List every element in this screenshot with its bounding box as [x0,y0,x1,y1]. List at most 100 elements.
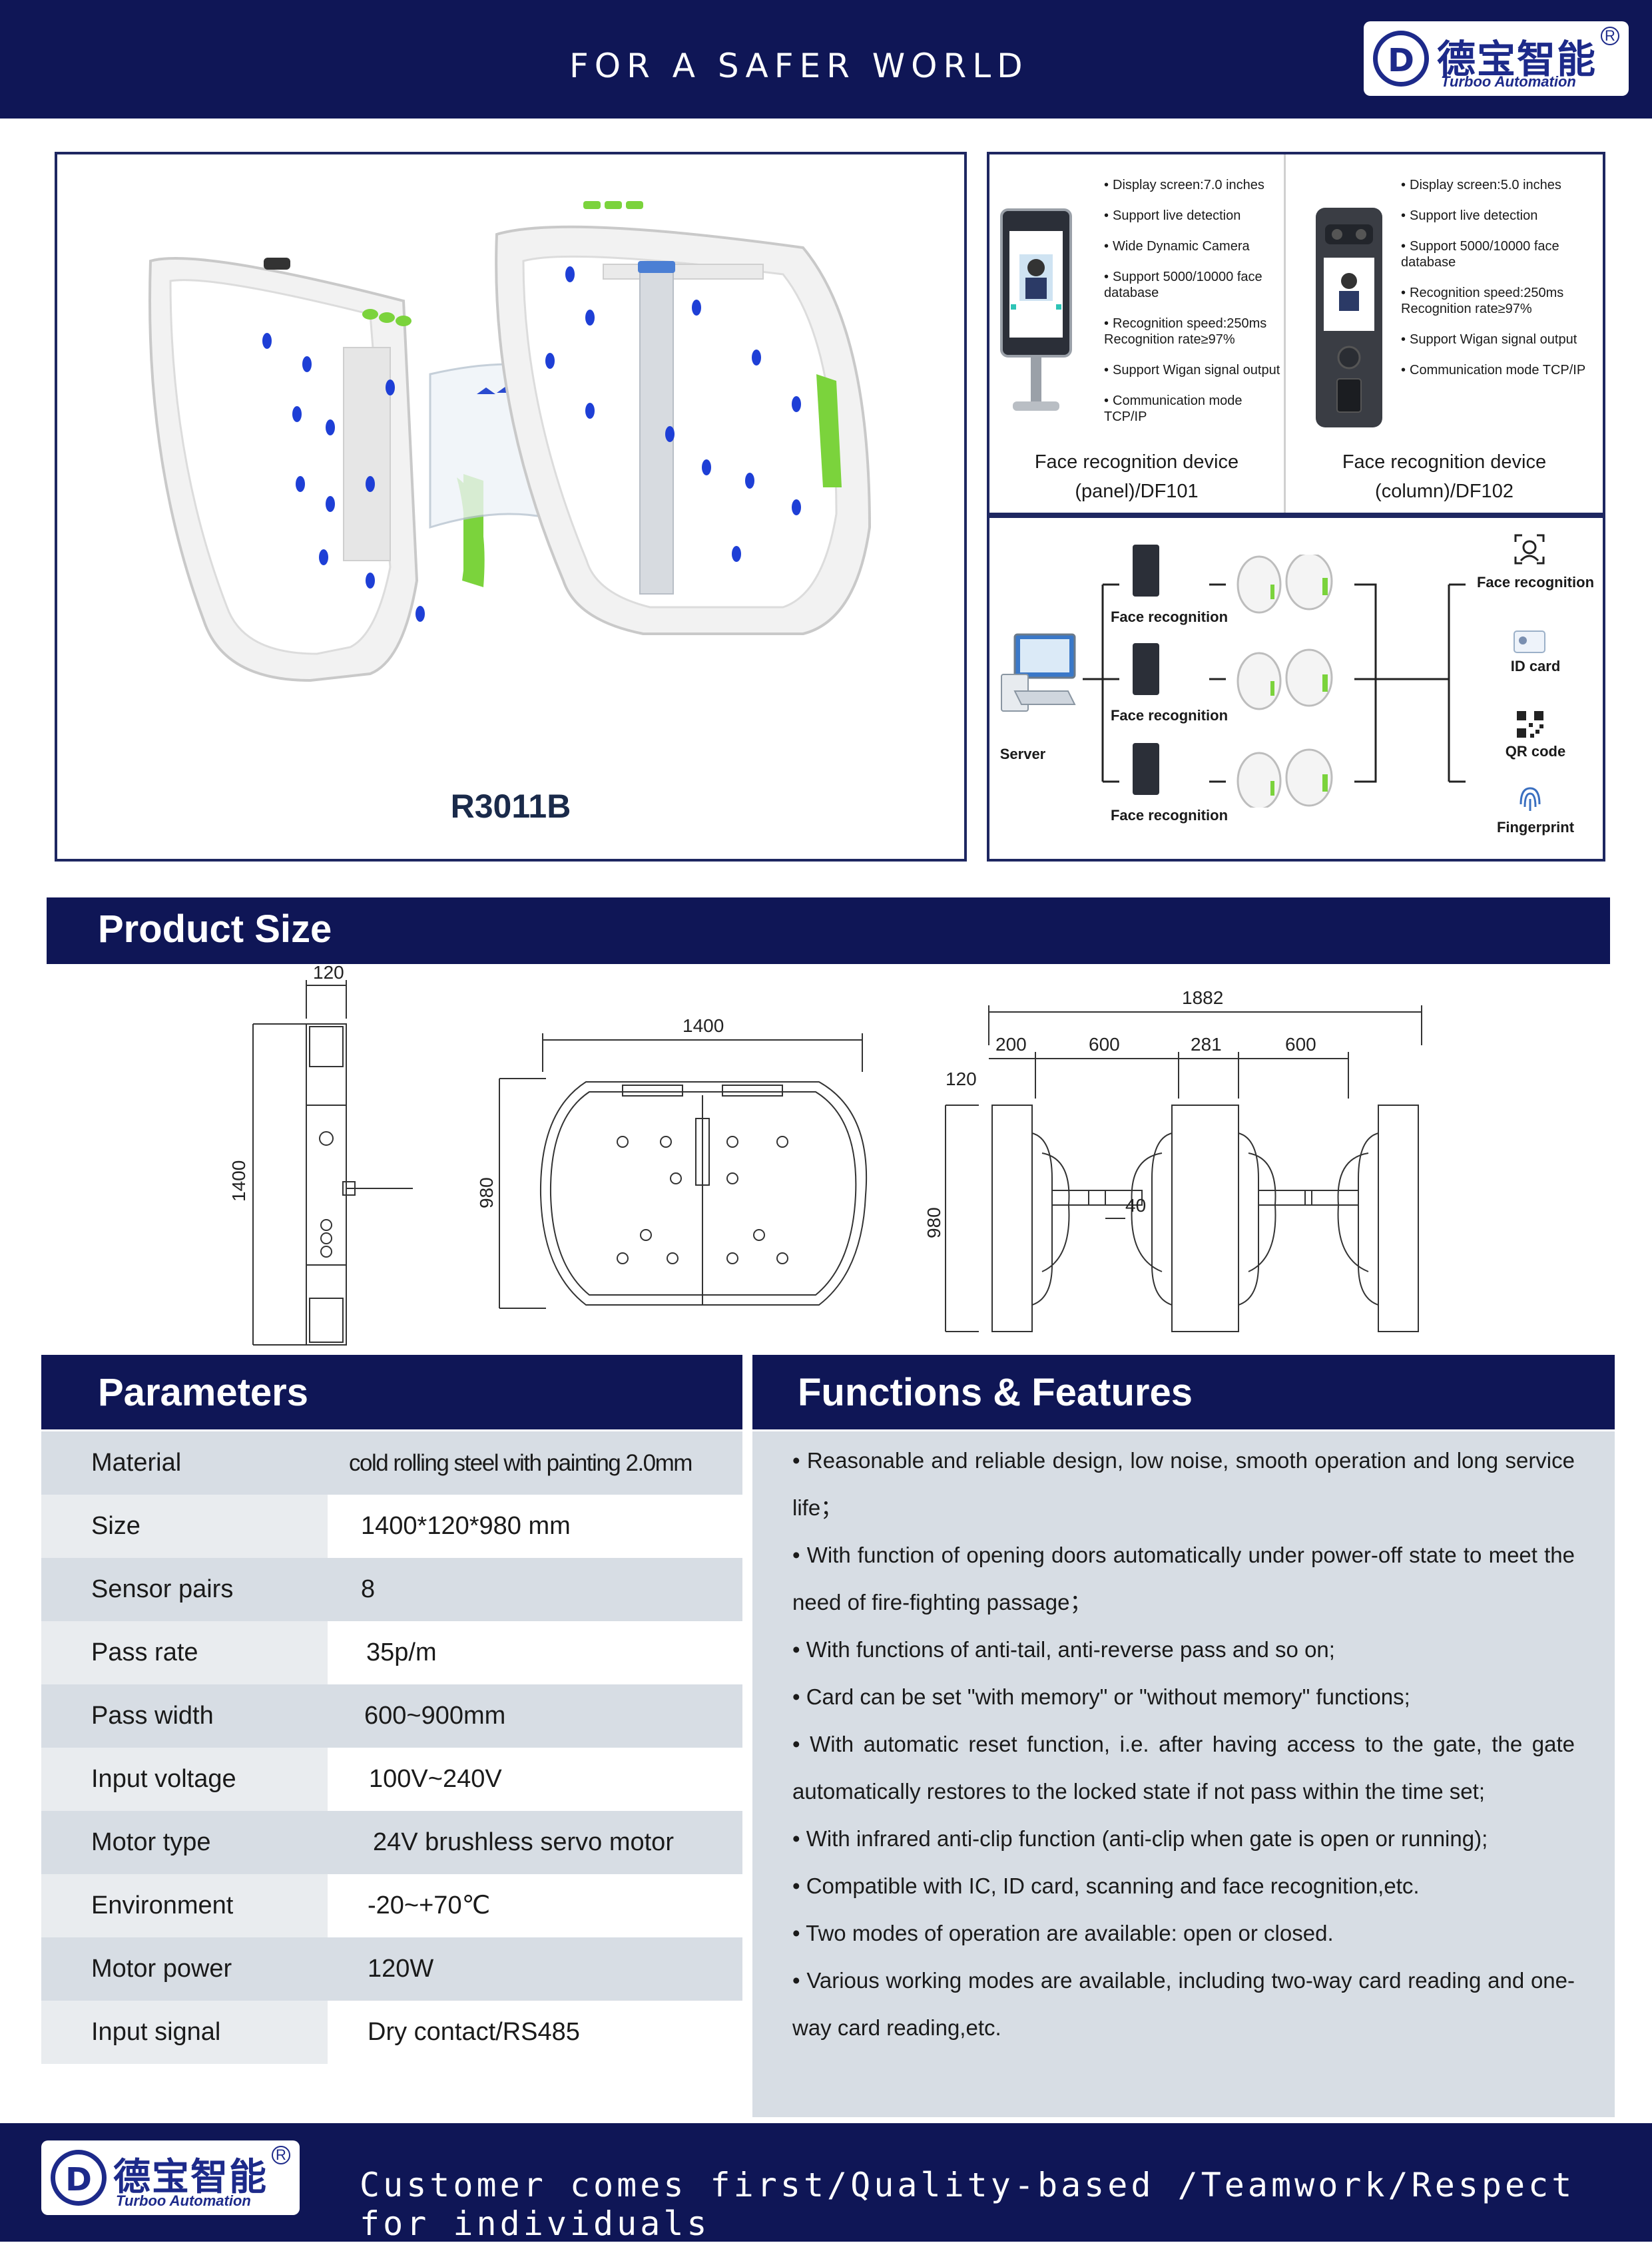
server-label: Server [999,746,1046,762]
logo-chinese-name: 德宝智能 [1437,37,1597,82]
param-key: Pass rate [91,1638,198,1666]
method-label: ID card [1510,658,1561,674]
face-scan-icon [1514,534,1545,565]
param-key: Size [91,1512,140,1540]
server-computer-icon [1001,633,1076,712]
product-size-title: Product Size [98,907,332,951]
face-device-panel: Display screen:7.0 inches Support live d… [987,152,1605,515]
lane-dim-281: 281 [1191,1034,1222,1055]
feature-item: • With functions of anti-tail, anti-reve… [792,1637,1335,1662]
parameters-title: Parameters [98,1371,308,1414]
turnstile-gate-illustration [148,201,872,682]
network-diagram-panel: Server Face recognition Face recognition… [987,515,1605,862]
registered-mark: R [1601,27,1619,45]
param-key: Input signal [91,2018,221,2046]
qr-code-icon [1517,711,1543,738]
side-width-dim: 120 [313,965,344,983]
param-value: 8 [361,1575,376,1603]
param-key: Pass width [91,1702,214,1730]
lane-dim-600-a: 600 [1089,1034,1120,1055]
param-key: Motor type [91,1828,211,1856]
network-connections [1083,583,1466,783]
lane-dim-120: 120 [946,1069,977,1089]
param-row: Motor type 24V brushless servo motor [41,1811,742,1874]
param-value: 1400*120*980 mm [361,1512,571,1540]
param-value: Dry contact/RS485 [368,2018,580,2046]
mini-gates-icon [1237,555,1333,808]
logo-english-name: Turboo Automation [1441,73,1576,90]
param-key: Environment [91,1891,234,1919]
logo-mark-icon: D [51,2150,107,2206]
fingerprint-icon [1519,787,1541,811]
front-width-dim: 1400 [683,1015,724,1036]
features-title: Functions & Features [798,1371,1193,1414]
method-label: Face recognition [1476,574,1595,591]
footer-motto: Customer comes first/Quality-based /Team… [360,2166,1575,2243]
param-row: Pass width 600~900mm [41,1684,742,1748]
feature-item: • With automatic reset function, i.e. af… [792,1732,1575,1804]
panel-device-specs: Display screen:7.0 inches Support live d… [1104,177,1280,439]
lane-layout-drawing: 1882 200 600 281 600 120 980 40 [926,987,1422,1332]
param-value: 100V~240V [369,1765,502,1793]
param-row: Input signal Dry contact/RS485 [41,2001,742,2064]
features-box: • Reasonable and reliable design, low no… [752,1431,1615,2117]
method-label: Fingerprint [1496,819,1575,836]
feature-item: • With function of opening doors automat… [792,1543,1575,1615]
registered-mark: R [272,2146,290,2164]
param-value: 120W [368,1955,434,1983]
lane-total-dim: 1882 [1182,987,1223,1008]
product-image-panel: R3011B [55,152,967,862]
side-view-drawing: 120 1400 [228,965,413,1346]
method-label: QR code [1505,743,1566,760]
param-row: Size 1400*120*980 mm [41,1495,742,1558]
footer-brand-logo: D 德宝智能 Turboo Automation R [41,2140,300,2215]
column-device-specs: Display screen:5.0 inches Support live d… [1401,177,1601,393]
left-gate-icon [148,257,485,682]
product-model: R3011B [450,788,571,825]
column-device-image [1316,208,1382,427]
param-value: cold rolling steel with painting 2.0mm [349,1450,692,1476]
terminal-label: Face recognition [1110,707,1229,724]
parameters-header [41,1355,742,1429]
param-value: 24V brushless servo motor [373,1828,674,1856]
front-height-dim: 980 [479,1177,497,1208]
slogan: FOR A SAFER WORLD [569,47,1029,85]
param-key: Material [91,1449,182,1477]
feature-item: • Reasonable and reliable design, low no… [792,1448,1575,1520]
param-value: -20~+70℃ [368,1891,491,1919]
lane-dim-980: 980 [926,1207,944,1238]
terminal-label: Face recognition [1110,807,1229,824]
logo-english-name: Turboo Automation [116,2192,251,2209]
features-header [752,1355,1615,1429]
lane-dim-200: 200 [995,1034,1027,1055]
param-row: Pass rate 35p/m [41,1621,742,1684]
panel-device-name: Face recognition device (panel)/DF101 [1034,451,1239,502]
terminal-device-icon [1133,545,1159,597]
param-key: Sensor pairs [91,1575,234,1603]
feature-item: • Two modes of operation are available: … [792,1921,1334,1945]
panel-device-image [1000,208,1072,411]
logo-mark-icon: D [1373,31,1429,87]
lane-dim-40: 40 [1125,1195,1146,1216]
panel-divider [1284,154,1286,513]
feature-item: • Compatible with IC, ID card, scanning … [792,1873,1420,1898]
logo-chinese-name: 德宝智能 [113,2156,268,2199]
param-row: Input voltage 100V~240V [41,1748,742,1811]
param-value: 600~900mm [364,1702,506,1730]
column-device-name: Face recognition device (column)/DF102 [1342,451,1547,502]
terminal-label: Face recognition [1110,609,1229,625]
param-row: Sensor pairs 8 [41,1558,742,1621]
param-row: Environment -20~+70℃ [41,1874,742,1937]
feature-item: • With infrared anti-clip function (anti… [792,1826,1488,1851]
lane-dim-600-b: 600 [1285,1034,1316,1055]
front-view-drawing: 1400 980 [479,1015,868,1309]
right-gate-icon [495,201,872,635]
brand-logo: D 德宝智能 Turboo Automation R [1364,21,1629,96]
param-key: Motor power [91,1955,232,1983]
id-card-icon [1514,630,1545,653]
param-row: Motor power 120W [41,1937,742,2001]
feature-item: • Card can be set "with memory" or "with… [792,1684,1410,1709]
terminal-device-icon [1133,743,1159,795]
param-value: 35p/m [366,1638,437,1666]
feature-item: • Various working modes are available, i… [792,1968,1575,2040]
